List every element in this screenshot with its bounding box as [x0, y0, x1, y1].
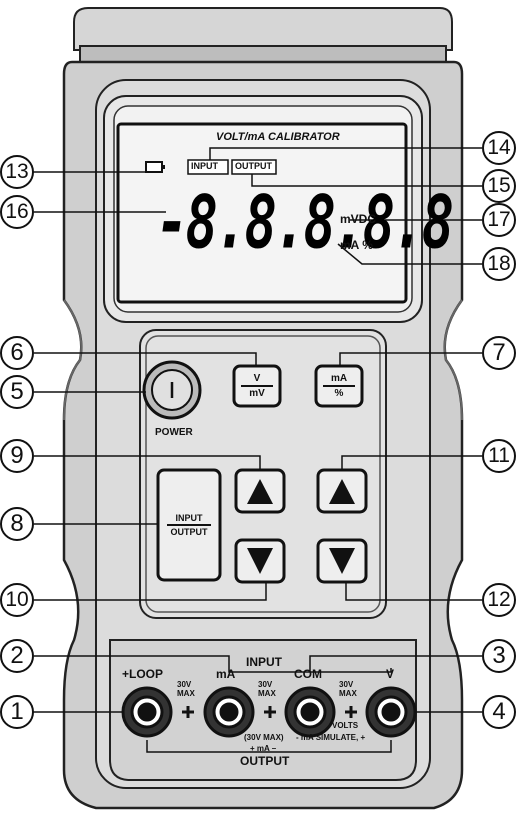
max-marker-2-top: 30V: [258, 680, 273, 689]
lcd-digits: -8.8.8.8.8: [156, 180, 454, 266]
v-mv-key-bottom: mV: [249, 388, 265, 399]
ma-percent-key-top: mA: [330, 373, 348, 384]
terminal-input-label: INPUT: [246, 655, 282, 669]
callout-1: 1: [0, 695, 34, 729]
terminal-v[interactable]: [367, 688, 415, 736]
callout-5: 5: [0, 375, 34, 409]
callout-17: 17: [482, 203, 516, 237]
max-marker-1-bottom: MAX: [177, 689, 195, 698]
v-mv-key-top: V: [253, 373, 261, 384]
input-output-key-top: INPUT: [175, 513, 203, 523]
ma-percent-key-bottom: %: [334, 388, 344, 399]
up-key-left[interactable]: [236, 470, 284, 512]
ma-pair-label: + mA –: [250, 744, 277, 753]
callout-12: 12: [482, 583, 516, 617]
lcd-unit-ma-percent: mA %: [340, 238, 373, 252]
callout-3: 3: [482, 639, 516, 673]
input-output-key[interactable]: INPUT OUTPUT: [158, 470, 220, 580]
input-output-key-bottom: OUTPUT: [170, 527, 208, 537]
up-key-right[interactable]: [318, 470, 366, 512]
terminal-ma-label: mA: [216, 667, 236, 681]
callout-10: 10: [0, 583, 34, 617]
callout-7: 7: [482, 336, 516, 370]
volts-label: VOLTS: [332, 721, 359, 730]
max-marker-3-bottom: MAX: [339, 689, 357, 698]
callout-14: 14: [482, 131, 516, 165]
terminal-loop-label: +LOOP: [122, 667, 164, 681]
terminal-com[interactable]: [286, 688, 334, 736]
callout-18: 18: [482, 247, 516, 281]
ma-percent-key[interactable]: mA %: [316, 366, 362, 406]
terminal-com-label: COM: [294, 667, 322, 681]
callout-6: 6: [0, 336, 34, 370]
power-button[interactable]: [144, 362, 200, 418]
terminal-v-label: V: [386, 667, 395, 681]
lcd-output-tag: OUTPUT: [235, 161, 272, 171]
callout-9: 9: [0, 439, 34, 473]
terminal-loop[interactable]: [123, 688, 171, 736]
v-mv-key[interactable]: V mV: [234, 366, 280, 406]
terminal-output-label: OUTPUT: [240, 754, 290, 768]
down-key-left[interactable]: [236, 540, 284, 582]
callout-15: 15: [482, 169, 516, 203]
max-marker-1-top: 30V: [177, 680, 192, 689]
callout-16: 16: [0, 195, 34, 229]
callout-8: 8: [0, 507, 34, 541]
lcd-unit-mvdc: mVDC: [340, 212, 377, 226]
callout-11: 11: [482, 439, 516, 473]
battery-icon: [146, 162, 162, 172]
max-30v-label: (30V MAX): [244, 733, 284, 742]
power-label: POWER: [155, 427, 193, 438]
callout-4: 4: [482, 695, 516, 729]
terminal-ma[interactable]: [205, 688, 253, 736]
ma-simulate-label: - mA SIMULATE, +: [296, 733, 366, 742]
lcd-title: VOLT/mA CALIBRATOR: [216, 131, 340, 143]
max-marker-3-top: 30V: [339, 680, 354, 689]
max-marker-2-bottom: MAX: [258, 689, 276, 698]
callout-13: 13: [0, 155, 34, 189]
callout-2: 2: [0, 639, 34, 673]
down-key-right[interactable]: [318, 540, 366, 582]
lcd-input-tag: INPUT: [191, 161, 218, 171]
